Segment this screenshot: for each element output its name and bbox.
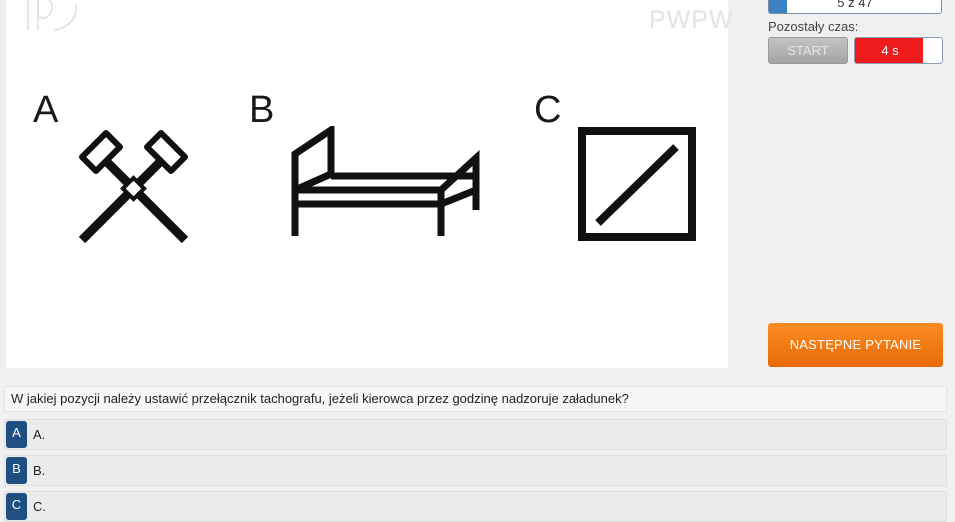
answer-text-a: A. [33,427,46,442]
remaining-time-label: Pozostały czas: [768,19,859,34]
option-letter-a: A [33,89,59,131]
box-slash-icon [578,127,696,241]
option-letter-b: B [249,89,275,131]
timer-fill [855,38,923,63]
answer-badge-a: A [6,421,27,448]
watermark-text: PWPW [649,6,734,34]
option-letter-c: C [534,89,562,131]
answer-option-b[interactable]: B B. [4,455,947,486]
progress-text: 5 z 47 [837,0,873,10]
question-progress-bar: 5 z 47 [768,0,942,14]
question-text: W jakiej pozycji należy ustawić przełącz… [4,386,947,412]
answer-badge-c: C [6,493,27,520]
answer-badge-b: B [6,457,27,484]
answer-option-a[interactable]: A A. [4,419,947,450]
answer-text-c: C. [33,499,46,514]
timer-bar: 4 s [854,37,943,64]
answer-text-b: B. [33,463,46,478]
crossed-hammers-icon [78,130,189,244]
start-button[interactable]: START [768,37,848,64]
next-question-button[interactable]: NASTĘPNE PYTANIE [768,323,943,367]
bed-icon [291,126,480,236]
progress-fill [769,0,788,13]
question-image: PWPW A B C [6,0,733,368]
answer-option-c[interactable]: C C. [4,491,947,522]
pwpw-logo-icon [27,0,78,31]
timer-text: 4 s [881,43,899,58]
